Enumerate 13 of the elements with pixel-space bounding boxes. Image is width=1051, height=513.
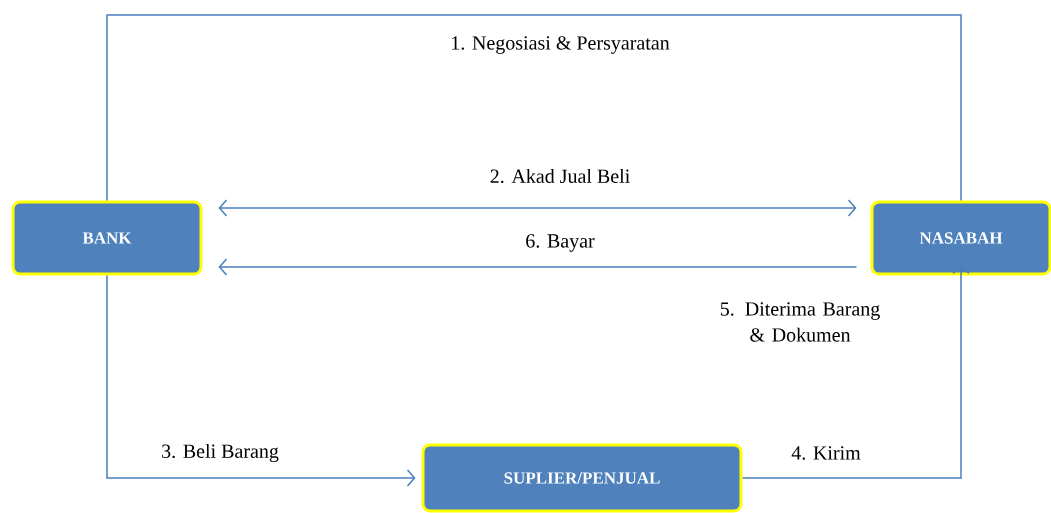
arrow (218, 199, 857, 217)
process-box: NASABAH (870, 200, 1051, 276)
process-box: BANK (11, 200, 203, 276)
edge-label: 1. Negosiasi & Persyaratan (448, 34, 672, 56)
arrow (106, 274, 416, 487)
process-box: SUPLIER/PENJUAL (421, 443, 743, 513)
step-label: 5. Diterima Barang & Dokumen (720, 302, 880, 342)
edge-label: 4. Kirim (789, 444, 863, 462)
edge-label: 3. Beli Barang (159, 441, 281, 465)
edge-label: 6. Bayar (523, 232, 597, 254)
arrow (741, 265, 970, 479)
edge-label: 2. Akad Jual Beli (487, 166, 633, 186)
arrow (218, 258, 858, 276)
